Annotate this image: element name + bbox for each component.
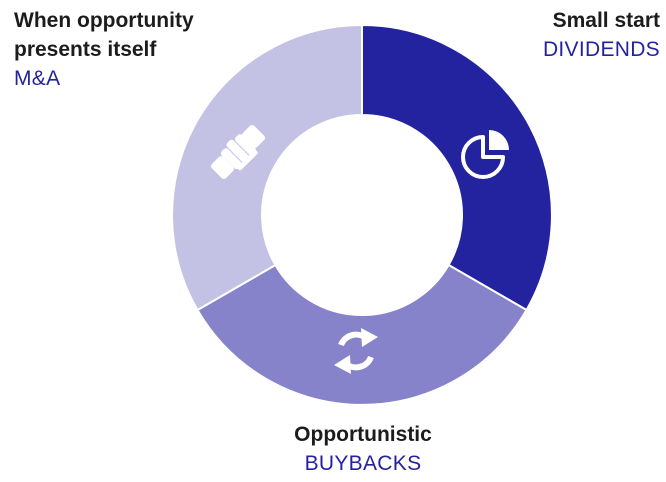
segment-label-ma: When opportunity presents itself M&A [14, 6, 244, 93]
pie-chart-icon [461, 130, 509, 179]
segment-heading-dividends: Small start [552, 9, 660, 32]
refresh-arrows-icon [334, 328, 378, 374]
segment-label-buybacks: Opportunistic BUYBACKS [294, 420, 432, 478]
segment-name-ma: M&A [14, 67, 61, 90]
segment-heading-buybacks: Opportunistic [294, 423, 432, 446]
segment-label-dividends: Small start DIVIDENDS [543, 6, 660, 64]
handshake-icon [210, 124, 266, 180]
segment-name-buybacks: BUYBACKS [304, 452, 422, 475]
donut-segment-dividends [361, 24, 553, 311]
donut-segment-ma [171, 24, 363, 311]
segment-heading-ma: When opportunity presents itself [14, 9, 194, 61]
segment-name-dividends: DIVIDENDS [542, 38, 660, 61]
